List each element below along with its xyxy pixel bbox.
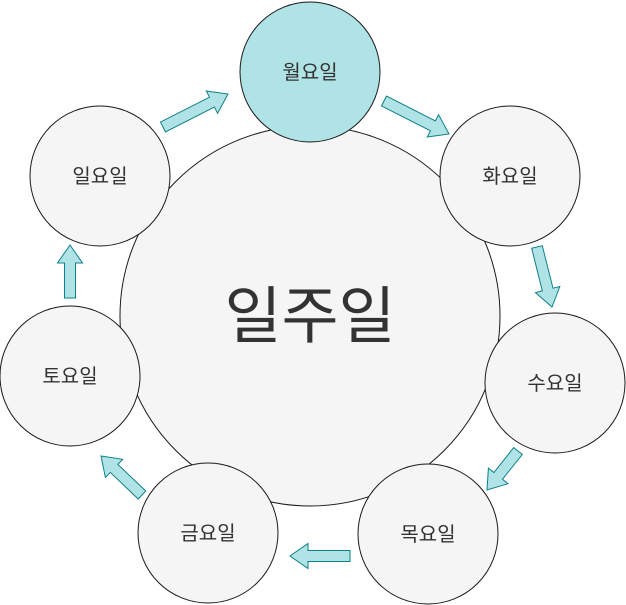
day-node-sunday: 일요일: [29, 105, 171, 247]
cycle-arrows: [56, 90, 561, 570]
day-node-saturday: 토요일: [0, 305, 141, 447]
arrow-thursday-to-friday: [289, 542, 351, 570]
day-circle-wednesday: [484, 312, 626, 454]
day-circle-tuesday: [439, 105, 581, 247]
day-circle-thursday: [357, 463, 499, 605]
day-label-thursday: 목요일: [400, 522, 455, 546]
day-circle-saturday: [0, 305, 141, 447]
arrow-saturday-to-sunday: [56, 244, 84, 299]
arrow-tuesday-to-wednesday: [531, 245, 561, 308]
day-circle-friday: [137, 462, 279, 604]
day-label-saturday: 토요일: [42, 364, 97, 388]
day-circle-sunday: [29, 105, 171, 247]
day-label-friday: 금요일: [180, 521, 235, 545]
day-label-sunday: 일요일: [72, 164, 127, 188]
arrow-sunday-to-monday: [159, 90, 229, 133]
day-label-wednesday: 수요일: [527, 371, 582, 395]
center-label: 일주일: [224, 280, 395, 353]
day-node-wednesday: 수요일: [484, 312, 626, 454]
day-node-thursday: 목요일: [357, 463, 499, 605]
day-label-tuesday: 화요일: [482, 164, 537, 188]
day-node-monday: 월요일: [239, 1, 381, 143]
day-node-tuesday: 화요일: [439, 105, 581, 247]
day-circle-monday: [239, 1, 381, 143]
day-label-monday: 월요일: [282, 60, 337, 84]
center-node: 일주일: [119, 125, 501, 507]
arrow-wednesday-to-thursday: [486, 446, 524, 491]
arrow-monday-to-tuesday: [380, 95, 450, 138]
arrow-friday-to-saturday: [100, 455, 147, 500]
day-node-friday: 금요일: [137, 462, 279, 604]
